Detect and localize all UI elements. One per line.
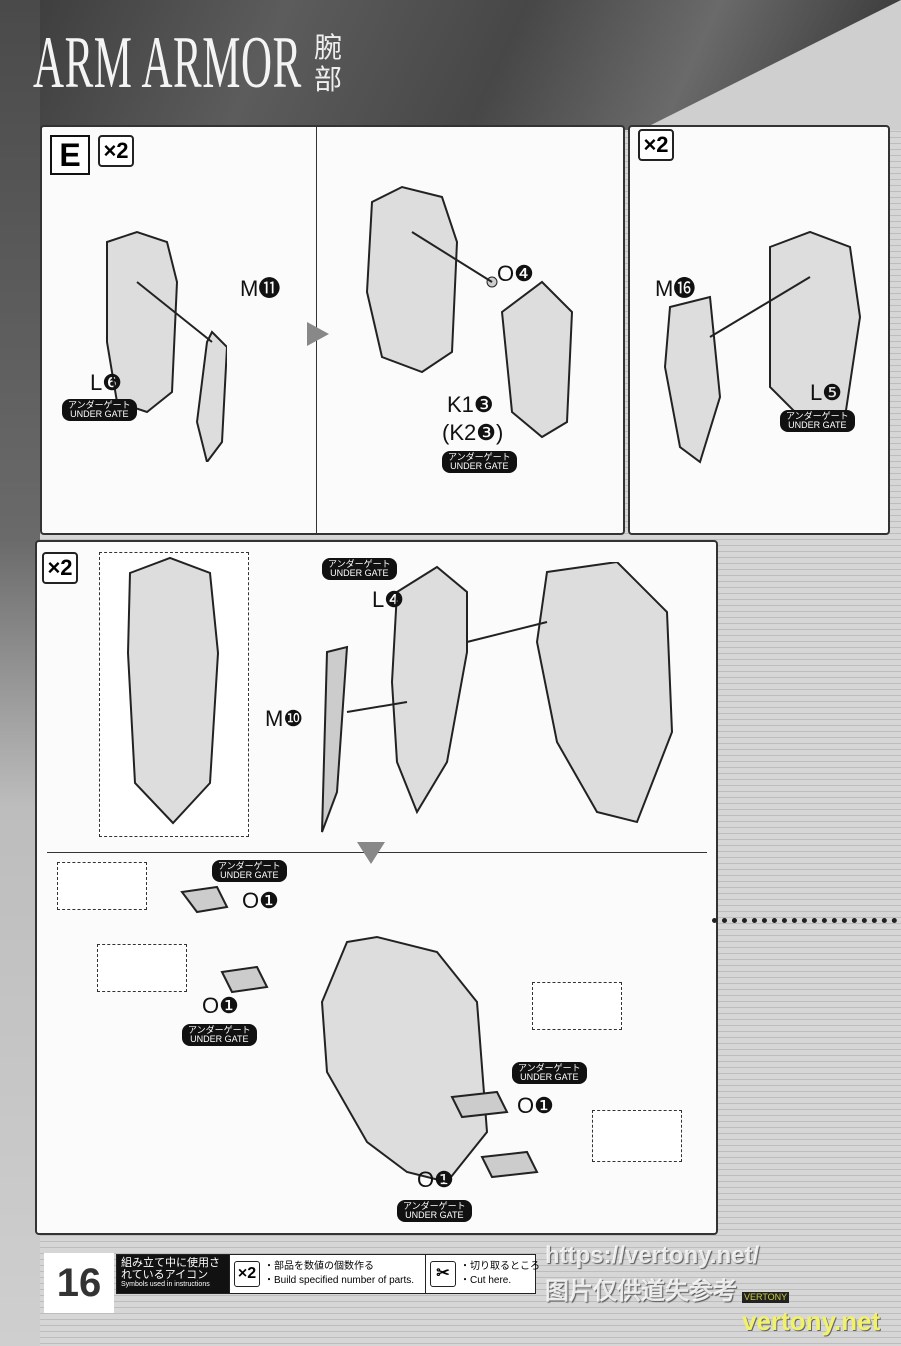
arm-armor-assembly-upper <box>321 562 674 833</box>
gate-detail-box <box>532 982 622 1030</box>
watermark-logo: vertony.net <box>742 1306 881 1336</box>
side-background <box>0 0 40 1346</box>
next-arrow-icon <box>357 842 385 864</box>
arm-armor-part-right <box>663 230 862 464</box>
part-label-o1: O❶ <box>242 888 279 913</box>
gate-detail-box <box>97 944 187 992</box>
part-label-k2-3: (K2❸) <box>442 420 504 445</box>
multiplier-badge: ×2 <box>638 129 674 161</box>
step-label: E <box>50 135 90 175</box>
nipper-cut-icon: ✂ <box>430 1261 456 1287</box>
part-label-l6: L❻ <box>90 370 122 395</box>
part-label-o1: O❶ <box>417 1167 454 1192</box>
watermark-logo-small: VERTONY <box>742 1292 790 1303</box>
part-label-k1-3: K1❸ <box>447 392 494 417</box>
arm-armor-assembly-lower <box>180 885 539 1184</box>
multiplier-badge: ×2 <box>98 135 134 167</box>
part-label-m10: M❿ <box>265 706 304 731</box>
arm-armor-part-middle <box>365 185 574 439</box>
cut-desc-en: ・Cut here. <box>460 1275 512 1286</box>
dotted-separator <box>712 918 897 923</box>
watermark-cn: 图片仅供道失参考 <box>545 1278 737 1305</box>
multiply-desc-jp: ・部品を数値の個数作る <box>264 1261 374 1272</box>
multiply-icon: ×2 <box>234 1261 260 1287</box>
legend-title-jp: 組み立て中に使用されているアイコン <box>121 1257 220 1281</box>
part-label-o1: O❶ <box>202 993 239 1018</box>
page-title: ARM ARMOR <box>33 22 302 104</box>
gate-detail-box <box>592 1110 682 1162</box>
arm-armor-part-left <box>106 230 227 462</box>
part-label-l4: L❹ <box>372 587 404 612</box>
part-label-m16: M⓰ <box>655 276 696 301</box>
multiplier-badge: ×2 <box>42 552 78 584</box>
part-label-m11: M⓫ <box>240 276 281 301</box>
page-number: 16 <box>44 1253 114 1313</box>
next-arrow-icon <box>307 322 329 346</box>
legend-title-en: Symbols used in instructions <box>121 1281 210 1288</box>
multiply-desc-en: ・Build specified number of parts. <box>264 1275 415 1286</box>
page-title-jp: 腕部 <box>314 31 343 96</box>
gate-detail-box <box>57 862 147 910</box>
part-label-l5: L❺ <box>810 380 842 405</box>
detail-view-box <box>99 552 249 837</box>
cut-desc-jp: ・切り取るところ <box>460 1261 540 1272</box>
watermark-url: https://vertony.net/ <box>545 1242 760 1269</box>
part-label-o1: O❶ <box>517 1093 554 1118</box>
part-label-o4: O❹ <box>497 261 534 286</box>
